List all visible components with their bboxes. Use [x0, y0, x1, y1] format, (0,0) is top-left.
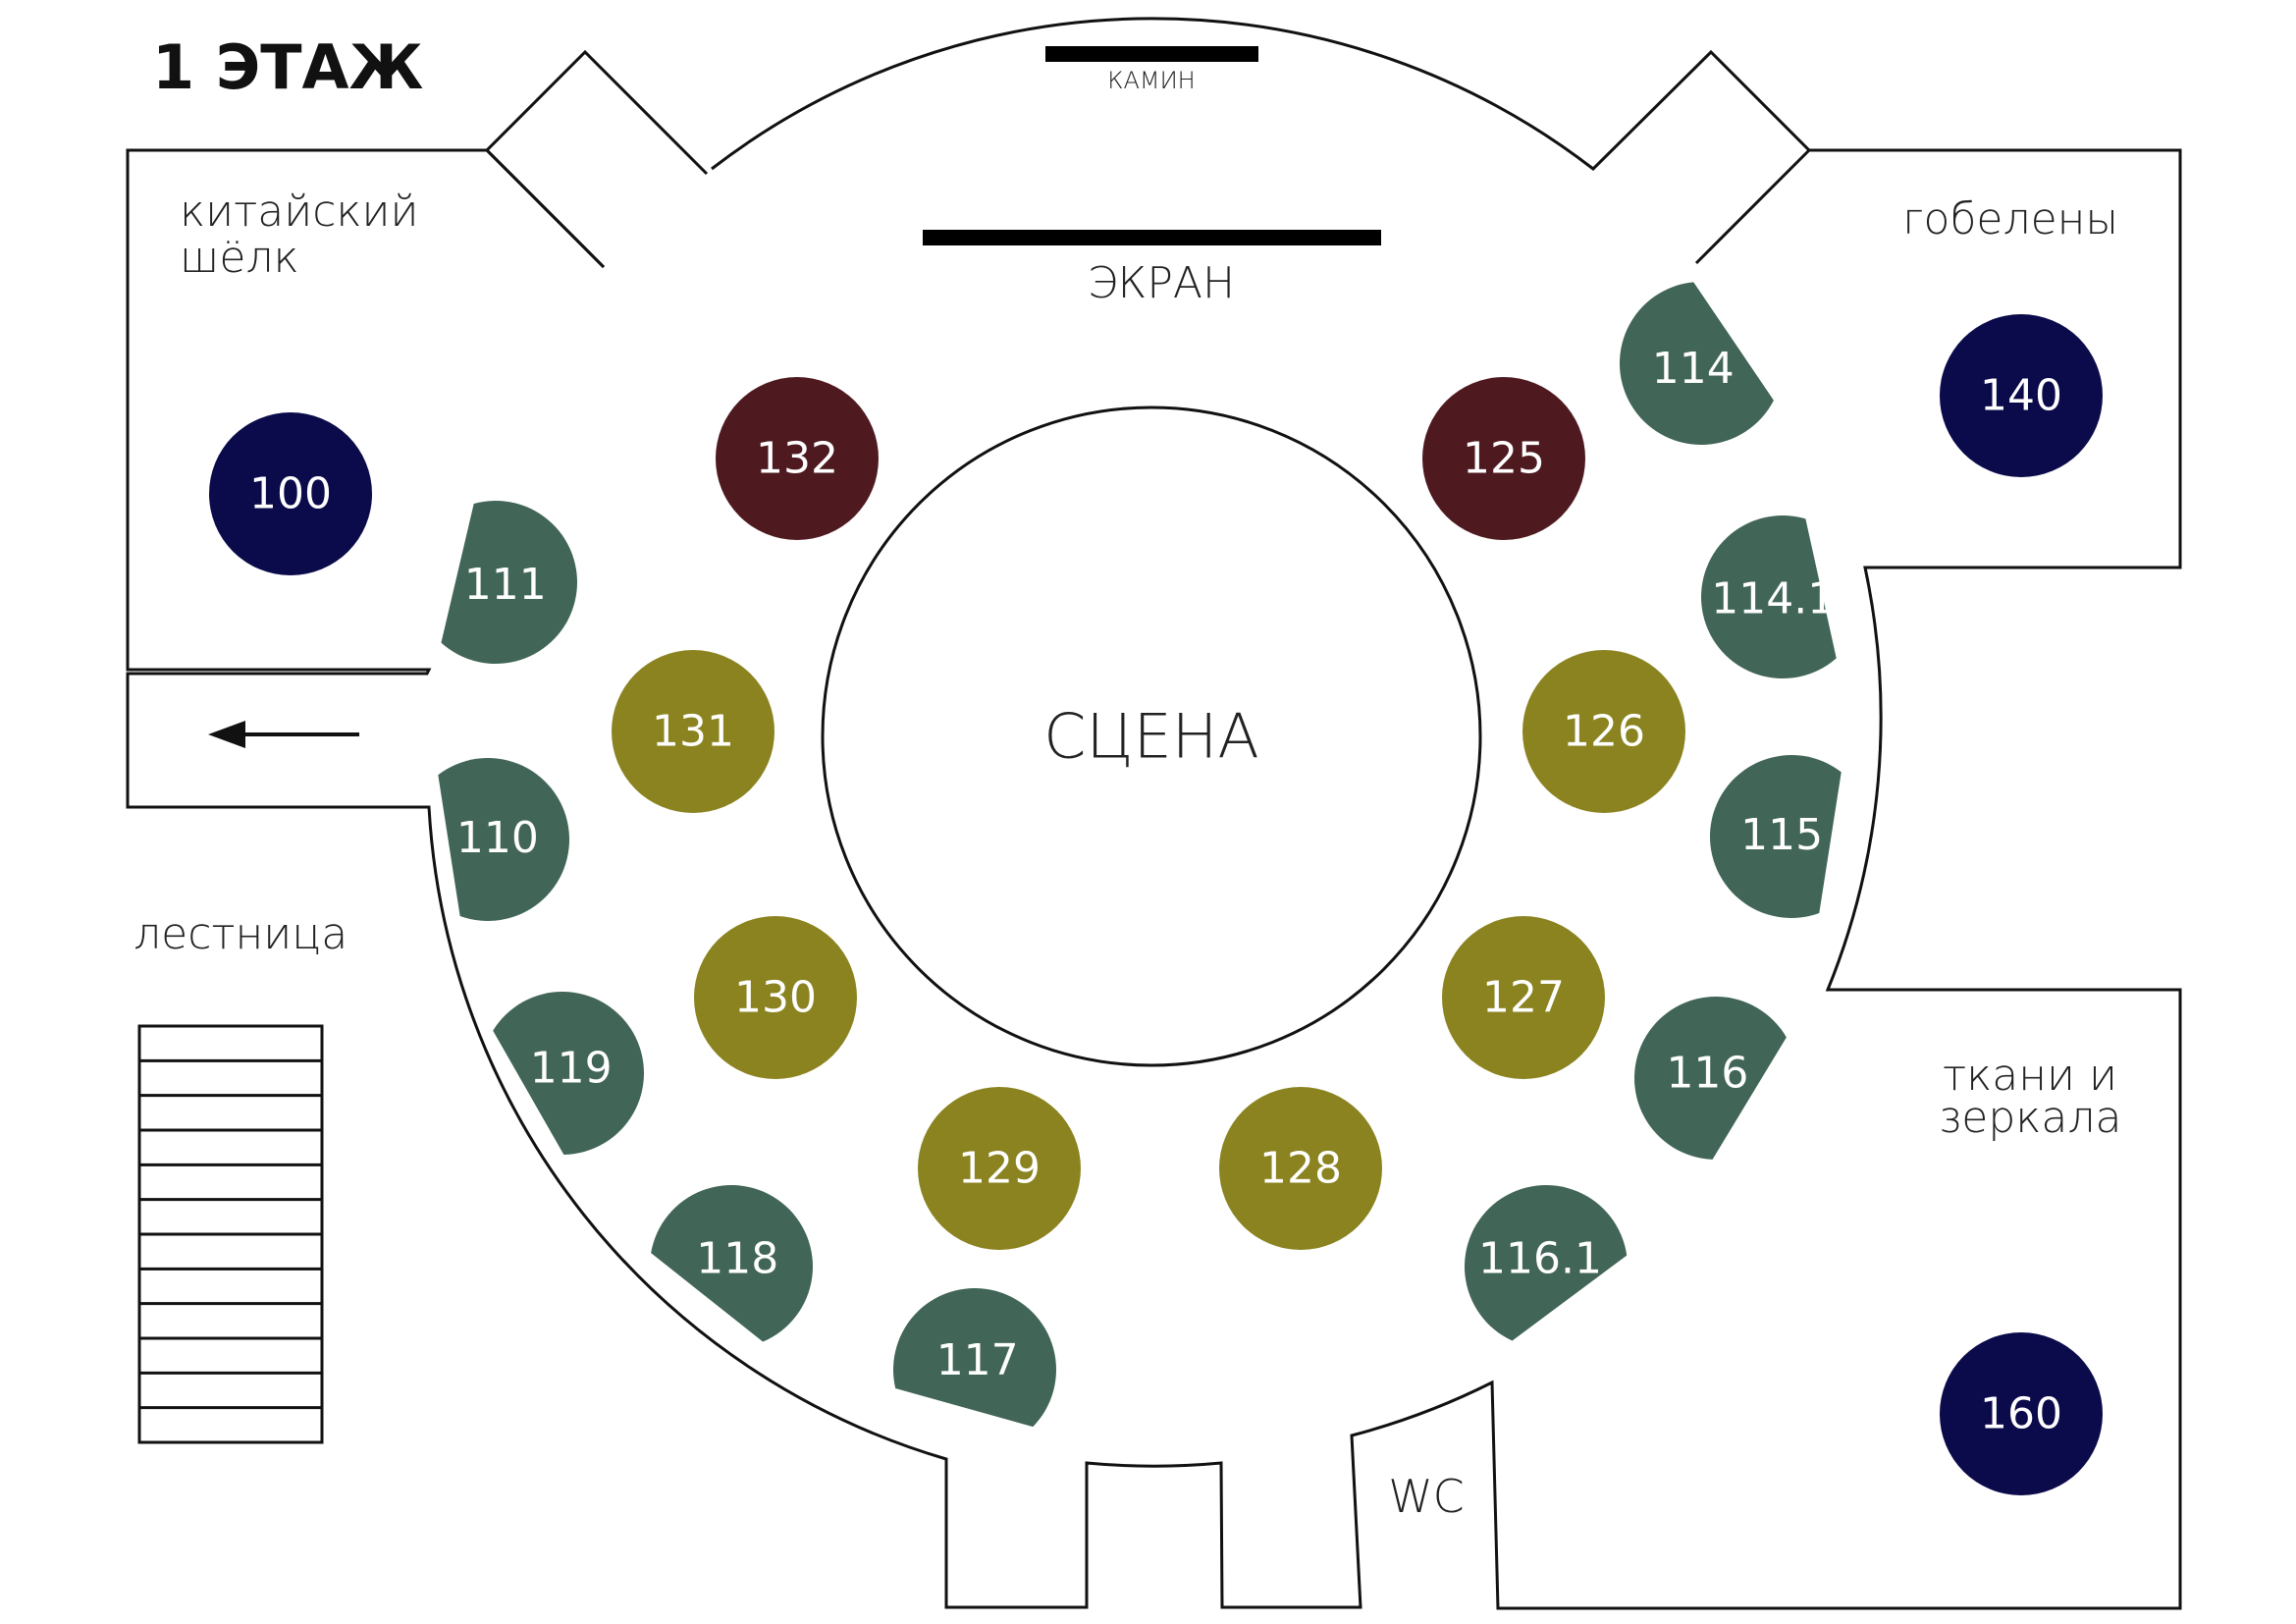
- table-number: 132: [756, 434, 838, 484]
- table-number: 111: [464, 560, 547, 610]
- table-circle: [612, 650, 774, 813]
- half-table-shape: [438, 758, 570, 921]
- half-table-shape: [1620, 282, 1774, 445]
- fireplace-label: КАМИН: [1107, 67, 1195, 94]
- round-table[interactable]: 129: [918, 1087, 1081, 1250]
- room-label-stairs: лестница: [133, 909, 347, 959]
- right-upper-room-wall: [1694, 148, 1811, 265]
- half-table[interactable]: 115: [1709, 755, 1842, 918]
- round-table[interactable]: 100: [209, 412, 372, 575]
- screen-bar: [923, 230, 1381, 245]
- room-label-wc: WC: [1388, 1470, 1465, 1523]
- table-number: 119: [530, 1044, 613, 1094]
- table-circle: [1219, 1087, 1382, 1250]
- room-label-fabrics-1: ткани и: [1943, 1051, 2117, 1101]
- table-circle: [1442, 916, 1605, 1079]
- table-number: 160: [1980, 1389, 2062, 1439]
- exit-arrow-icon: [208, 721, 359, 748]
- table-circle: [1422, 377, 1585, 540]
- table-number: 116.1: [1478, 1233, 1602, 1283]
- table-circle: [1940, 1332, 2103, 1495]
- round-table[interactable]: 126: [1522, 650, 1685, 813]
- round-table[interactable]: 128: [1219, 1087, 1382, 1250]
- half-table[interactable]: 114: [1620, 282, 1774, 445]
- half-table[interactable]: 110: [438, 758, 570, 921]
- table-number: 118: [696, 1234, 778, 1284]
- table-circle: [1522, 650, 1685, 813]
- room-label-chinese-silk-2: шёлк: [180, 233, 299, 283]
- table-circle: [918, 1087, 1081, 1250]
- hall-wall: [126, 17, 2182, 1610]
- round-table[interactable]: 132: [716, 377, 879, 540]
- table-number: 115: [1740, 810, 1823, 860]
- floor-title: 1 ЭТАЖ: [152, 31, 423, 103]
- table-number: 125: [1463, 434, 1545, 484]
- round-table[interactable]: 125: [1422, 377, 1585, 540]
- table-number: 127: [1482, 973, 1565, 1023]
- table-number: 117: [936, 1335, 1019, 1385]
- half-tables-group: 111 110 119 118 117 116.1 116 115 114.1 114: [438, 282, 1842, 1428]
- screen-label: ЭКРАН: [1088, 258, 1235, 308]
- round-table[interactable]: 130: [694, 916, 857, 1079]
- half-table-shape: [493, 991, 644, 1155]
- half-table[interactable]: 118: [651, 1185, 813, 1342]
- half-table[interactable]: 119: [493, 991, 644, 1155]
- round-table[interactable]: 140: [1940, 314, 2103, 477]
- table-circle: [1940, 314, 2103, 477]
- half-table-shape: [651, 1185, 813, 1342]
- round-table[interactable]: 160: [1940, 1332, 2103, 1495]
- half-table[interactable]: 116.1: [1464, 1184, 1628, 1341]
- table-number: 100: [249, 469, 332, 519]
- table-circle: [209, 412, 372, 575]
- table-number: 114: [1652, 344, 1735, 394]
- table-number: 140: [1980, 371, 2062, 421]
- table-number: 116: [1666, 1048, 1748, 1098]
- half-table[interactable]: 116: [1634, 996, 1787, 1160]
- table-number: 129: [958, 1144, 1041, 1194]
- half-table-shape: [1464, 1184, 1628, 1341]
- half-table-shape: [1700, 515, 1837, 678]
- table-number: 110: [456, 813, 539, 863]
- left-upper-room-wall: [485, 148, 606, 269]
- half-table-shape: [441, 500, 577, 664]
- table-circle: [694, 916, 857, 1079]
- stage-label: СЦЕНА: [1043, 701, 1259, 773]
- half-table[interactable]: 114.1: [1700, 515, 1837, 678]
- table-number: 114.1: [1711, 574, 1835, 624]
- half-table-shape: [893, 1288, 1056, 1428]
- table-number: 131: [652, 707, 734, 757]
- half-table[interactable]: 111: [441, 500, 577, 664]
- room-label-fabrics-2: зеркала: [1939, 1093, 2122, 1143]
- stage-circle: [821, 406, 1482, 1067]
- room-label-chinese-silk-1: китайский: [180, 187, 418, 237]
- half-table[interactable]: 117: [893, 1288, 1056, 1428]
- round-table[interactable]: 127: [1442, 916, 1605, 1079]
- half-table-shape: [1634, 996, 1787, 1160]
- table-number: 130: [734, 973, 817, 1023]
- half-table-shape: [1709, 755, 1842, 918]
- room-label-tapestries: гобелены: [1902, 194, 2118, 244]
- fireplace-bar: [1045, 46, 1258, 62]
- round-table[interactable]: 131: [612, 650, 774, 813]
- table-circle: [716, 377, 879, 540]
- table-number: 126: [1563, 707, 1645, 757]
- stairs-icon: [137, 1024, 324, 1444]
- table-number: 128: [1259, 1144, 1342, 1194]
